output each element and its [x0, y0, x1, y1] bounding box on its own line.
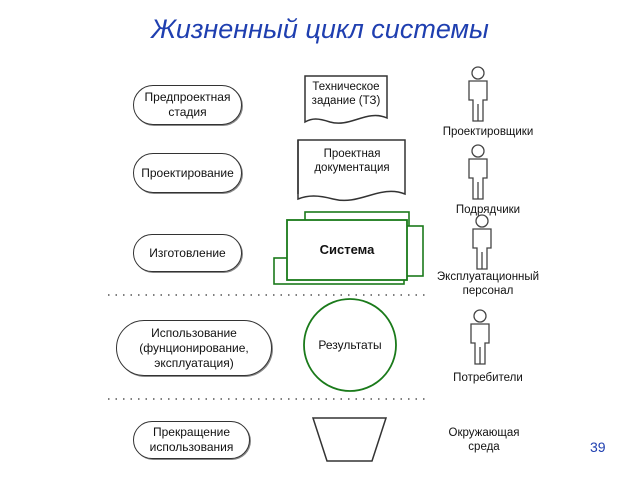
tz-document-label: Техническое задание (ТЗ) [311, 81, 381, 107]
person-icon [468, 144, 488, 200]
results-circle [303, 298, 397, 392]
stage-manufacturing: Изготовление [133, 234, 242, 272]
trapezoid-icon [311, 417, 388, 462]
stage-termination: Прекращение использования [133, 421, 250, 459]
system-label: Система [319, 242, 375, 257]
page-title: Жизненный цикл системы [151, 14, 489, 44]
stage-preproject: Предпроектная стадия [133, 85, 242, 125]
system-box-front [286, 219, 408, 281]
role-operators: Эксплуатационный персонал [436, 271, 540, 297]
person-icon [472, 214, 492, 270]
role-designers: Проектировщики [442, 126, 534, 138]
role-environment: Окружающая среда [448, 427, 520, 453]
role-consumers: Потребители [453, 372, 523, 384]
stage-design: Проектирование [133, 153, 242, 193]
person-icon [470, 309, 490, 365]
role-contractors: Подрядчики [455, 204, 521, 216]
person-icon [468, 66, 488, 122]
results-label: Результаты [318, 338, 382, 352]
stage-usage: Использование (фунционирование, эксплуат… [116, 320, 272, 376]
page-number: 39 [590, 439, 606, 455]
document-icon [297, 139, 406, 202]
document-icon [304, 75, 388, 124]
project-docs-label: Проектная документация [314, 148, 390, 174]
